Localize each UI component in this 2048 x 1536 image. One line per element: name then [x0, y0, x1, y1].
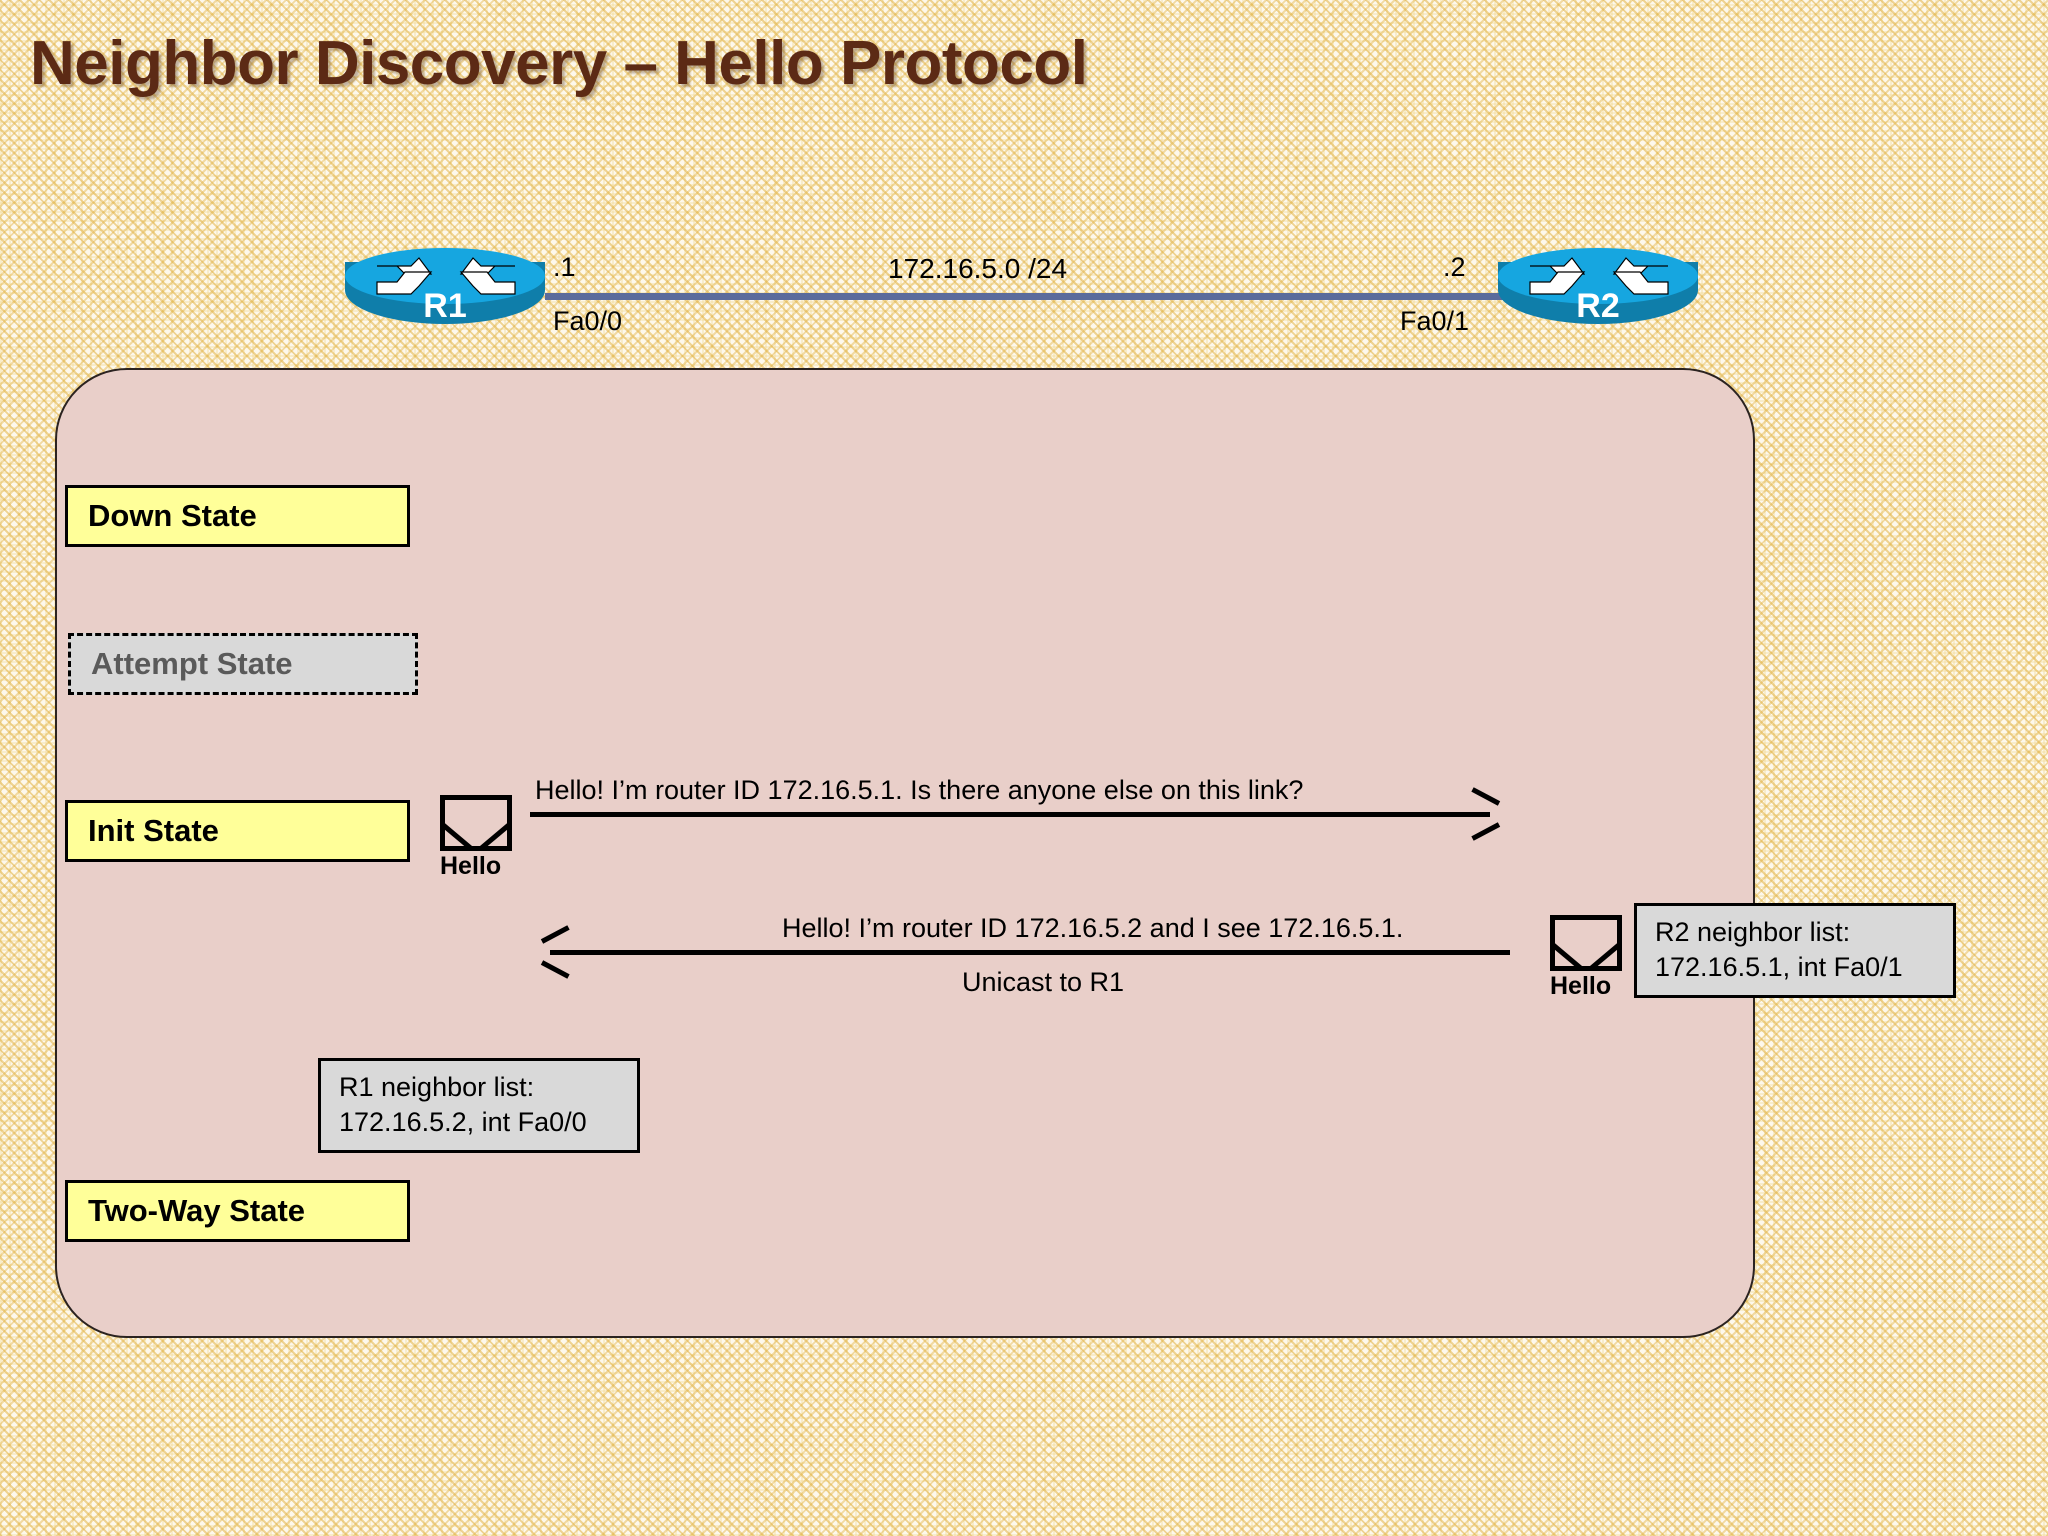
state-box-attempt[interactable]: Attempt State: [68, 633, 418, 695]
router-icon: [1529, 257, 1669, 295]
envelope-fold-right: [1584, 934, 1617, 966]
state-label: Init State: [88, 813, 219, 848]
state-label: Down State: [88, 498, 257, 533]
envelope-icon: [440, 795, 512, 851]
subnet-label: 172.16.5.0 /24: [888, 253, 1068, 284]
neighbor-list-r2: R2 neighbor list: 172.16.5.1, int Fa0/1: [1634, 903, 1956, 998]
router-top: [1498, 248, 1698, 304]
hello-packet-r1[interactable]: Hello: [440, 795, 524, 881]
router-top: [345, 248, 545, 304]
envelope-label: Hello: [1550, 972, 1612, 1000]
arrow-head-left-icon: [540, 925, 572, 979]
envelope-fold-right: [474, 814, 507, 846]
state-box-down[interactable]: Down State: [65, 485, 410, 547]
neighbor-list-entry: 172.16.5.2, int Fa0/0: [339, 1107, 587, 1137]
arrow-head-right-icon: [1469, 787, 1501, 841]
state-box-init[interactable]: Init State: [65, 800, 410, 862]
page-title: Neighbor Discovery – Hello Protocol: [30, 29, 1088, 98]
router-r2-label: R2: [1576, 287, 1620, 325]
hello-arrow-2: [550, 950, 1510, 955]
r2-interface-label: Fa0/1: [1400, 306, 1470, 336]
router-icon: [376, 257, 516, 295]
ethernet-link-line: [545, 293, 1505, 300]
topology-diagram: 172.16.5.0 /24 R1: [0, 240, 2048, 350]
state-box-two-way[interactable]: Two-Way State: [65, 1180, 410, 1242]
hello-packet-r2[interactable]: Hello: [1550, 915, 1634, 1001]
neighbor-list-entry: 172.16.5.1, int Fa0/1: [1655, 952, 1903, 982]
envelope-fold-left: [1555, 934, 1588, 966]
state-label: Attempt State: [91, 646, 293, 681]
envelope-fold-left: [445, 814, 478, 846]
neighbor-list-title: R1 neighbor list:: [339, 1072, 535, 1102]
r1-ip-label: .1: [553, 252, 576, 282]
router-r1-label: R1: [423, 287, 467, 325]
r1-interface-label: Fa0/0: [553, 306, 623, 336]
envelope-icon: [1550, 915, 1622, 971]
envelope-label: Hello: [440, 852, 502, 880]
hello-arrow-1: [530, 812, 1490, 817]
router-r1[interactable]: R1: [345, 248, 545, 334]
state-label: Two-Way State: [88, 1193, 306, 1228]
r2-ip-label: .2: [1443, 252, 1466, 282]
hello-message-2-subtext: Unicast to R1: [962, 967, 1125, 997]
hello-message-1-text: Hello! I’m router ID 172.16.5.1. Is ther…: [535, 775, 1304, 805]
router-r2[interactable]: R2: [1498, 248, 1698, 334]
hello-message-2-text: Hello! I’m router ID 172.16.5.2 and I se…: [782, 913, 1404, 943]
neighbor-list-r1: R1 neighbor list: 172.16.5.2, int Fa0/0: [318, 1058, 640, 1153]
neighbor-list-title: R2 neighbor list:: [1655, 917, 1851, 947]
